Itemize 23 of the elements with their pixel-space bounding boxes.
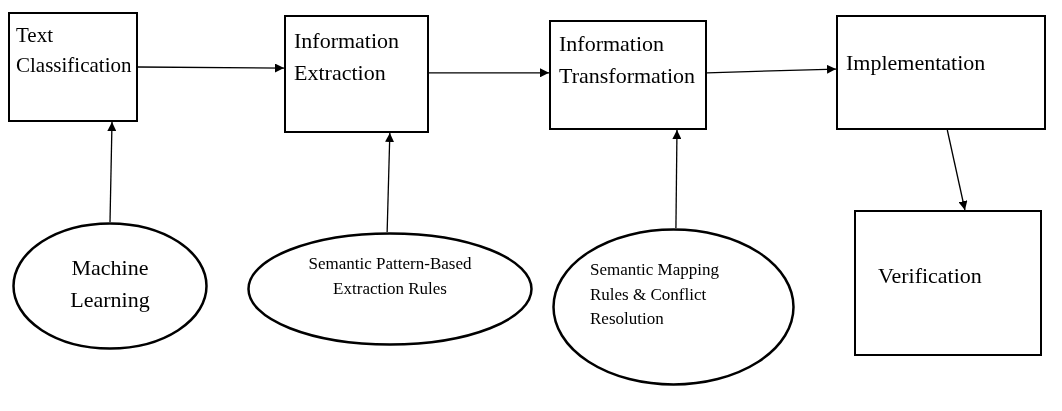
arrow (385, 132, 395, 233)
arrow (672, 129, 682, 229)
ellipse-node (247, 232, 533, 346)
ellipse-node (552, 228, 795, 386)
process-box (284, 15, 429, 133)
process-box (854, 210, 1042, 356)
process-box (549, 20, 707, 130)
process-box (836, 15, 1046, 130)
arrow (428, 68, 550, 78)
node-label: Verification (878, 262, 983, 290)
node-label: Semantic Mapping Rules & Conflict Resolution (590, 259, 720, 331)
process-box (8, 12, 138, 122)
arrow (946, 129, 968, 211)
arrow (706, 64, 837, 74)
node-label: Machine Learning (69, 254, 151, 314)
node-label: Semantic Pattern-Based Extraction Rules (307, 253, 473, 300)
node-label: Text Classification (16, 22, 133, 80)
arrow (107, 121, 117, 223)
node-label: Information Transformation (559, 30, 697, 90)
arrow (137, 63, 285, 73)
ellipse-node (12, 222, 208, 350)
node-label: Implementation (846, 49, 987, 77)
node-label: Information Extraction (294, 27, 401, 87)
